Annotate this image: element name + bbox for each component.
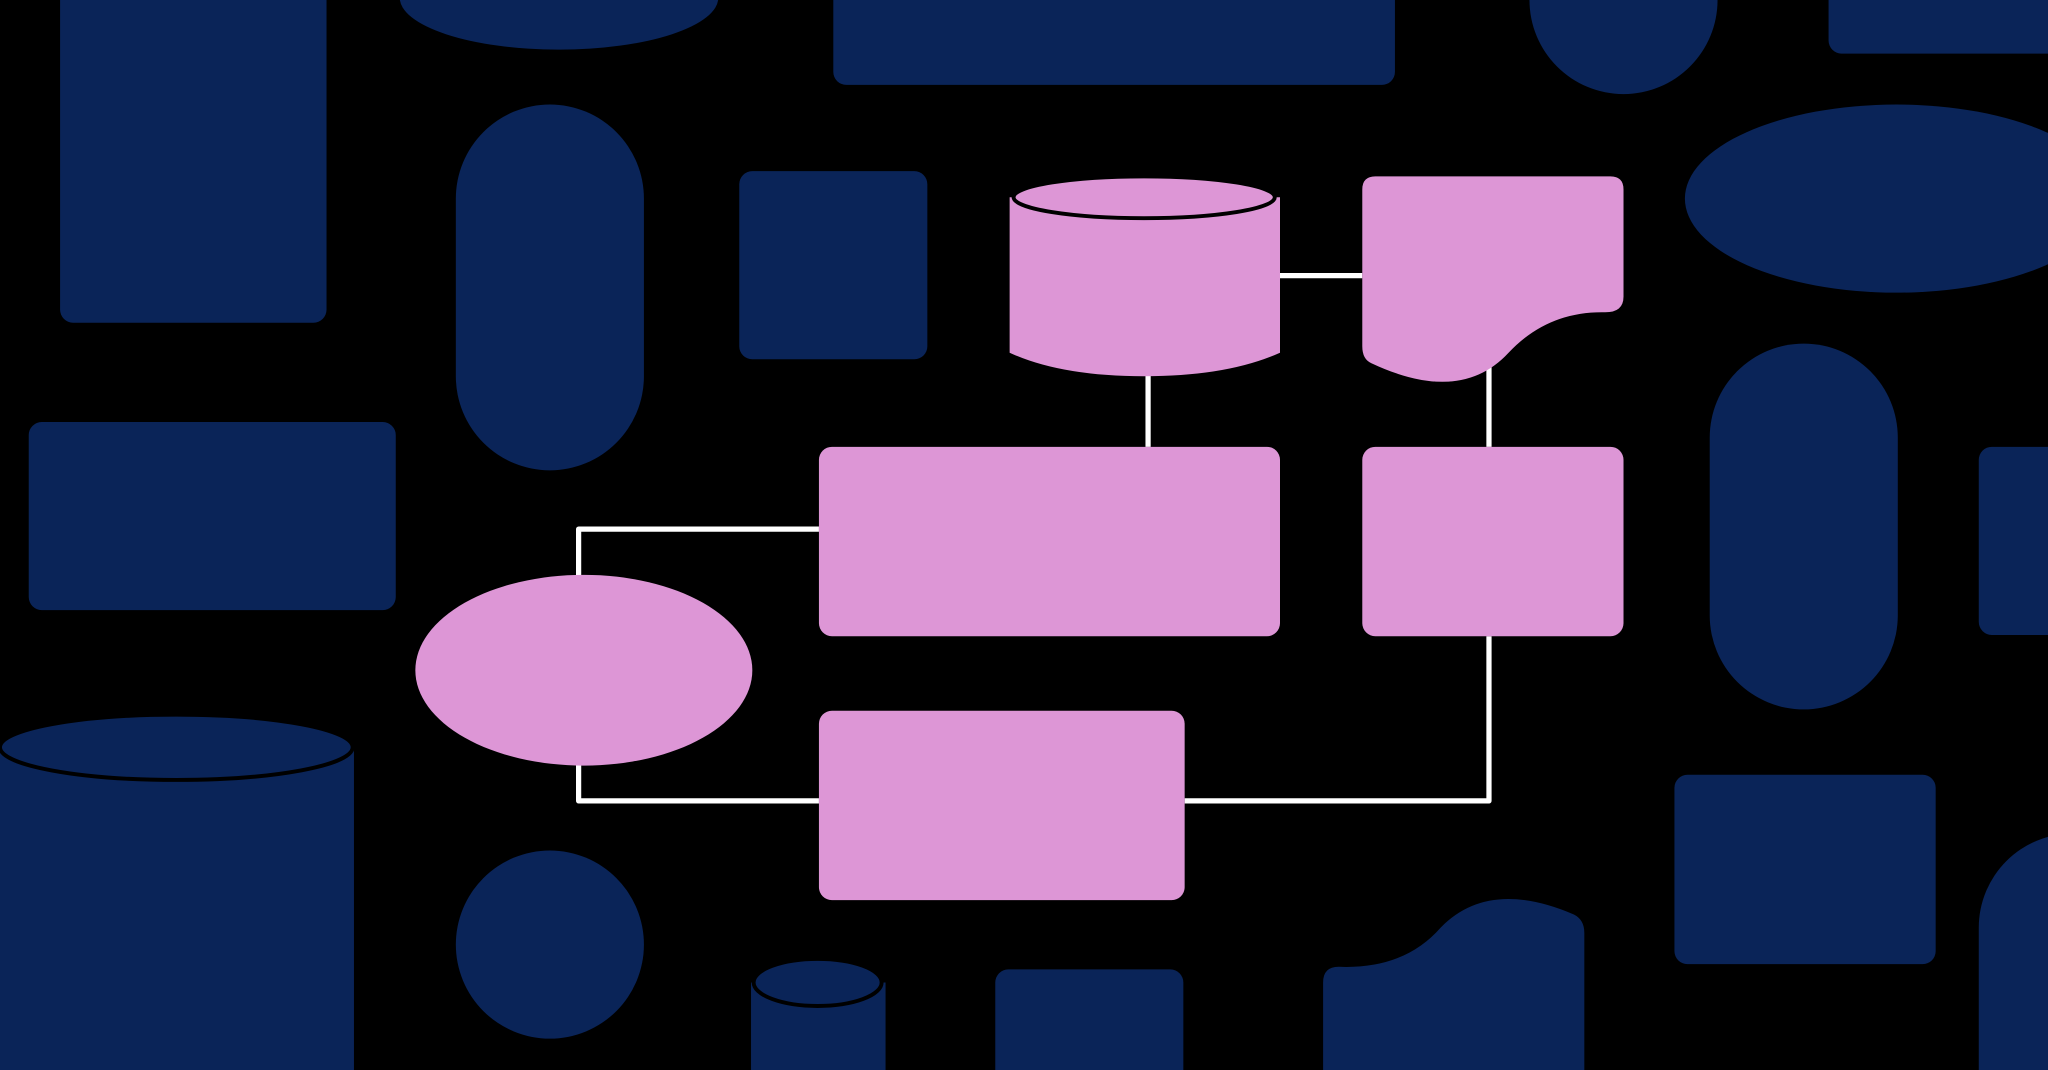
flowchart-shapes: [415, 174, 1624, 901]
bg-cylinder: [0, 712, 355, 1070]
bg-rectangle: [1978, 446, 2048, 635]
process-box-large: [818, 446, 1280, 637]
bg-rectangle: [28, 421, 396, 611]
bg-rectangle: [60, 0, 327, 323]
connectors: [576, 273, 1492, 804]
process-box-bottom: [818, 710, 1185, 901]
bg-cylinder-small: [751, 956, 886, 1070]
connector-line: [576, 526, 819, 582]
document-shape: [1362, 176, 1624, 382]
bg-ellipse: [399, 0, 719, 50]
bg-rectangle: [1674, 774, 1936, 965]
database-cylinder: [1009, 174, 1280, 377]
bg-pill: [1978, 836, 2048, 1070]
bg-ellipse: [1684, 104, 2048, 293]
bg-pill: [1529, 0, 1718, 94]
bg-circle: [455, 850, 644, 1039]
bg-pill: [455, 104, 644, 471]
connector-line: [576, 760, 819, 804]
bg-rectangle: [1828, 0, 2048, 54]
bg-pill: [1709, 343, 1898, 710]
bg-document: [1323, 899, 1585, 1070]
bg-rectangle: [833, 0, 1395, 85]
terminal-ellipse: [415, 574, 753, 766]
process-box: [1362, 446, 1624, 637]
connector-line: [1184, 636, 1492, 804]
bg-square: [739, 171, 928, 360]
bg-square: [995, 969, 1184, 1070]
